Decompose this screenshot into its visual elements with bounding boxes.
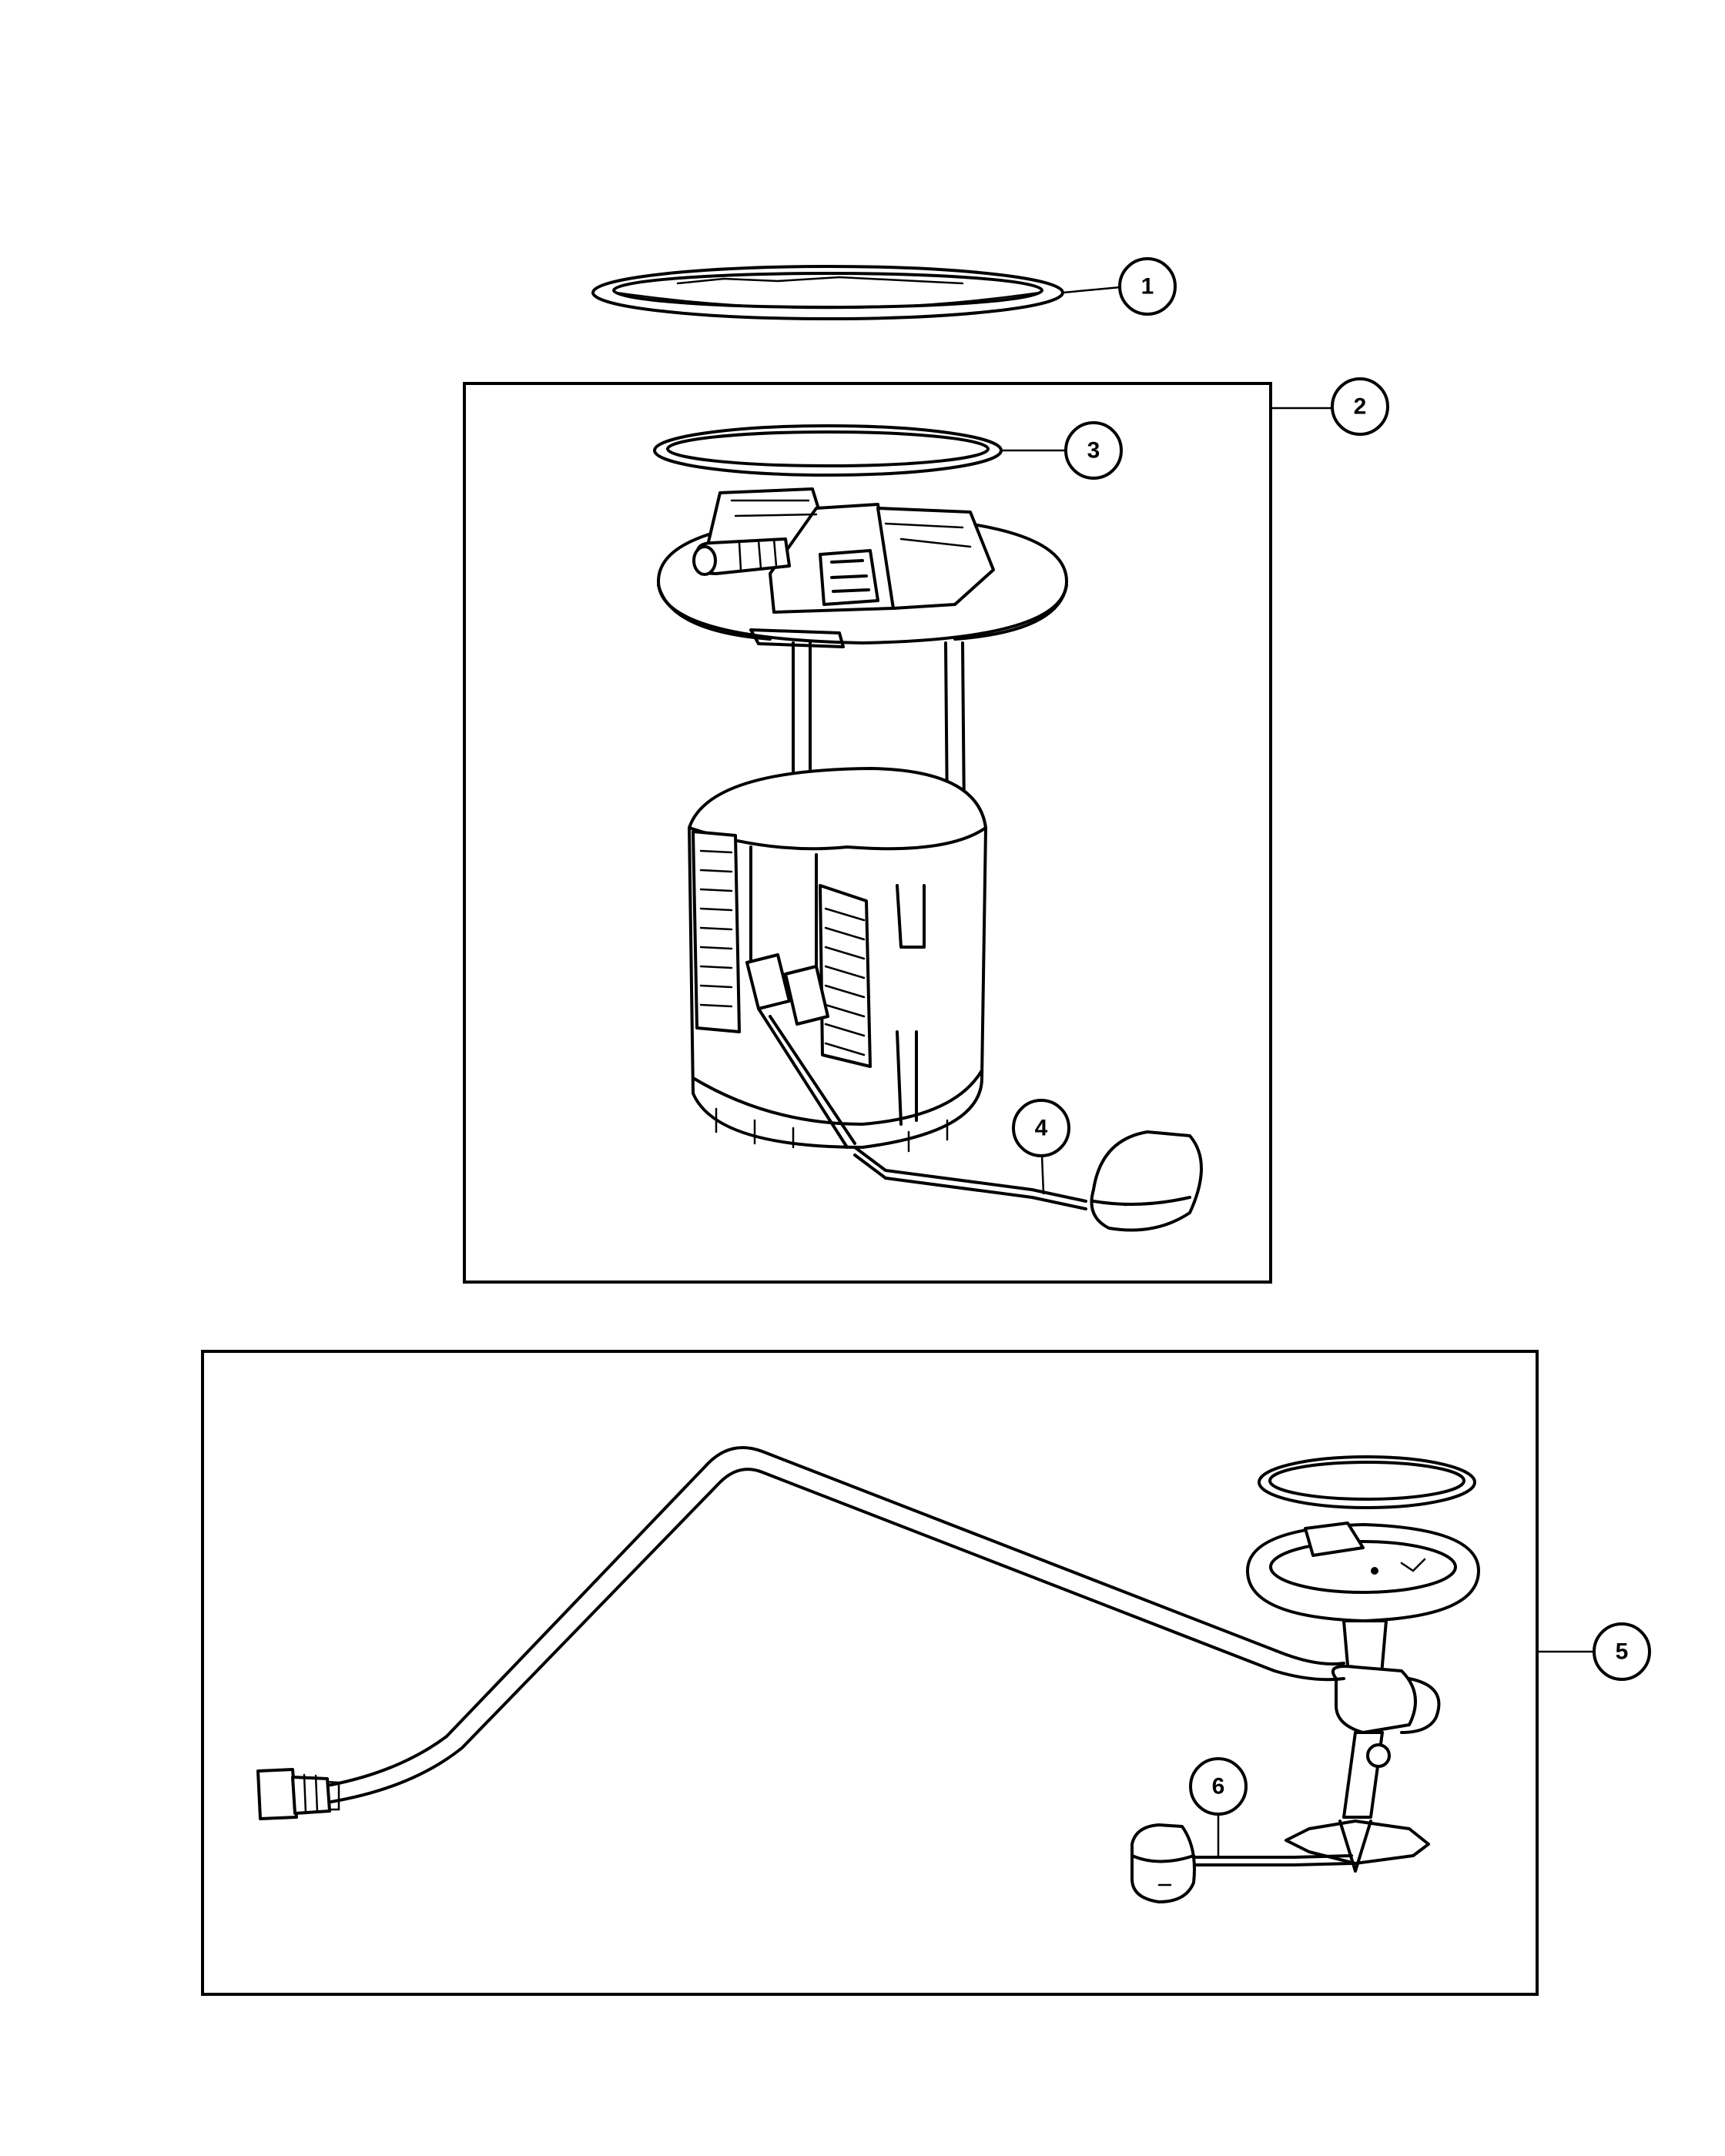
leader-line-1	[1061, 286, 1122, 294]
frame-module-assembly	[463, 382, 1272, 1284]
callout-4-label: 4	[1035, 1116, 1048, 1141]
part-4-level-sensor-float	[853, 1130, 1203, 1232]
part-5-fuel-module-with-line	[256, 1446, 1480, 1873]
callout-5-circle	[1593, 1622, 1651, 1681]
leader-line-4	[1040, 1153, 1045, 1195]
callout-3-circle	[1064, 421, 1123, 480]
callout-2-circle	[1331, 377, 1389, 436]
callout-6-label: 6	[1212, 1774, 1225, 1799]
part-1-lock-ring	[591, 265, 1064, 320]
callout-3-label: 3	[1087, 438, 1100, 464]
callout-1-circle	[1118, 257, 1177, 316]
callout-6-circle	[1189, 1757, 1248, 1816]
part-3-seal	[653, 424, 1003, 477]
fuel-reservoir-bucket	[688, 767, 987, 1153]
callout-5-label: 5	[1616, 1639, 1629, 1665]
part-6-level-sensor	[1130, 1823, 1353, 1903]
frame-complete-assembly	[201, 1350, 1539, 1996]
callout-4-circle	[1012, 1099, 1070, 1157]
callout-1-label: 1	[1141, 274, 1154, 300]
module-flange	[657, 487, 1068, 648]
callout-2-label: 2	[1354, 394, 1367, 420]
